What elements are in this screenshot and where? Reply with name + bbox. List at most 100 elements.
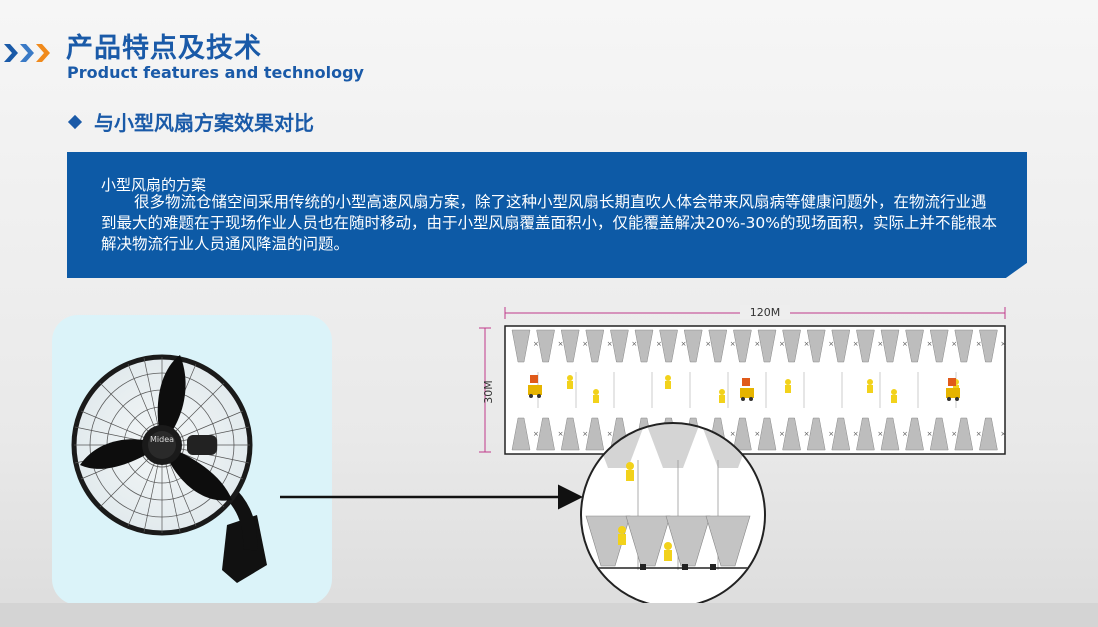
svg-text:×: × — [828, 430, 834, 438]
svg-text:×: × — [1000, 340, 1006, 348]
worker-figure — [567, 375, 573, 389]
fan-cone-top — [634, 329, 654, 363]
worker-figure — [867, 379, 873, 393]
svg-text:×: × — [558, 430, 564, 438]
worker-figure — [626, 462, 634, 481]
svg-text:×: × — [927, 340, 933, 348]
fan-cone-top — [880, 329, 900, 363]
svg-text:×: × — [976, 340, 982, 348]
svg-text:×: × — [607, 340, 613, 348]
svg-text:×: × — [705, 340, 711, 348]
svg-text:×: × — [804, 340, 810, 348]
svg-text:×: × — [656, 340, 662, 348]
fan-cone-bottom — [511, 417, 531, 451]
wall-fan-image: Midea — [71, 354, 267, 583]
fan-cone-top — [929, 329, 949, 363]
fan-cone-top — [831, 329, 851, 363]
fan-cone-bottom — [806, 417, 826, 451]
fan-cone-top — [683, 329, 703, 363]
svg-text:×: × — [828, 340, 834, 348]
svg-text:×: × — [754, 430, 760, 438]
fan-cone-top — [757, 329, 777, 363]
diamond-bullet-icon — [67, 114, 83, 129]
svg-text:×: × — [976, 430, 982, 438]
banner-heading: 小型风扇的方案 — [101, 176, 207, 194]
fan-brand-label: Midea — [150, 435, 174, 444]
svg-text:×: × — [582, 430, 588, 438]
svg-text:×: × — [582, 340, 588, 348]
fan-cone-bottom — [585, 417, 605, 451]
svg-text:×: × — [902, 340, 908, 348]
fan-cone-bottom — [979, 417, 998, 451]
worker-figure — [891, 389, 897, 403]
svg-text:×: × — [853, 430, 859, 438]
fan-cone-top — [856, 329, 875, 363]
fan-cone-bottom — [560, 417, 580, 451]
fan-cone-bottom — [954, 417, 974, 451]
svg-text:×: × — [754, 340, 760, 348]
forklift-figure — [946, 378, 960, 401]
chevron-arrows-icon — [4, 44, 50, 62]
zoom-arrow — [280, 484, 583, 510]
warehouse-layout-diagram: 120M 30M × × × × × × × × × × × × × × × × × × × × × × × × × × × × × × ×… — [479, 305, 1006, 455]
svg-text:×: × — [730, 430, 736, 438]
worker-figure — [665, 375, 671, 389]
footer-bar — [0, 603, 1098, 627]
fan-cone-top — [610, 329, 629, 363]
svg-text:×: × — [558, 340, 564, 348]
worker-figure — [719, 389, 725, 403]
fan-cone-bottom — [929, 417, 949, 451]
worker-figure — [618, 526, 626, 545]
zoom-detail-circle — [580, 422, 766, 608]
forklift-figure — [528, 375, 542, 398]
fan-cone-bottom — [536, 417, 555, 451]
svg-text:×: × — [779, 340, 785, 348]
svg-text:×: × — [853, 340, 859, 348]
svg-text:×: × — [533, 340, 539, 348]
fan-cone-top — [954, 329, 974, 363]
fan-cone-top — [560, 329, 580, 363]
fan-cone-bottom — [880, 417, 900, 451]
svg-text:×: × — [951, 340, 957, 348]
fan-cone-top — [782, 329, 801, 363]
section-heading-text: 与小型风扇方案效果对比 — [94, 111, 314, 135]
banner-body: 很多物流仓储空间采用传统的小型高速风扇方案，除了这种小型风扇长期直吹人体会带来风… — [101, 193, 997, 253]
svg-text:×: × — [927, 430, 933, 438]
page-subtitle-en: Product features and technology — [67, 63, 364, 82]
height-dimension-label: 30M — [482, 380, 495, 404]
fan-cone-top — [536, 329, 555, 363]
fan-cone-bottom — [831, 417, 851, 451]
svg-text:×: × — [877, 430, 883, 438]
svg-text:×: × — [1000, 430, 1006, 438]
worker-figure — [785, 379, 791, 393]
fan-cone-top — [659, 329, 678, 363]
description-banner: 小型风扇的方案 很多物流仓储空间采用传统的小型高速风扇方案，除了这种小型风扇长期… — [67, 152, 1027, 278]
section-heading: 与小型风扇方案效果对比 — [67, 107, 314, 136]
svg-text:×: × — [631, 340, 637, 348]
svg-text:×: × — [730, 340, 736, 348]
forklift-figure — [740, 378, 754, 401]
width-dimension-label: 120M — [750, 306, 781, 319]
fan-cone-bottom — [757, 417, 777, 451]
fan-cone-bottom — [905, 417, 924, 451]
svg-text:×: × — [533, 430, 539, 438]
svg-text:×: × — [804, 430, 810, 438]
page-title: 产品特点及技术 — [66, 33, 262, 64]
svg-text:×: × — [877, 340, 883, 348]
fan-cone-bottom — [733, 417, 752, 451]
fan-cone-top — [733, 329, 752, 363]
svg-text:×: × — [681, 340, 687, 348]
fan-cone-top — [511, 329, 531, 363]
fan-cone-bottom — [782, 417, 801, 451]
fan-cone-top — [979, 329, 998, 363]
svg-text:×: × — [902, 430, 908, 438]
svg-text:×: × — [607, 430, 613, 438]
svg-text:×: × — [779, 430, 785, 438]
worker-figure — [593, 389, 599, 403]
worker-figure — [664, 542, 672, 561]
fan-cone-top — [905, 329, 924, 363]
fan-cone-top — [708, 329, 728, 363]
fan-cone-top — [806, 329, 826, 363]
fan-cone-top — [585, 329, 605, 363]
fan-cone-bottom — [856, 417, 875, 451]
